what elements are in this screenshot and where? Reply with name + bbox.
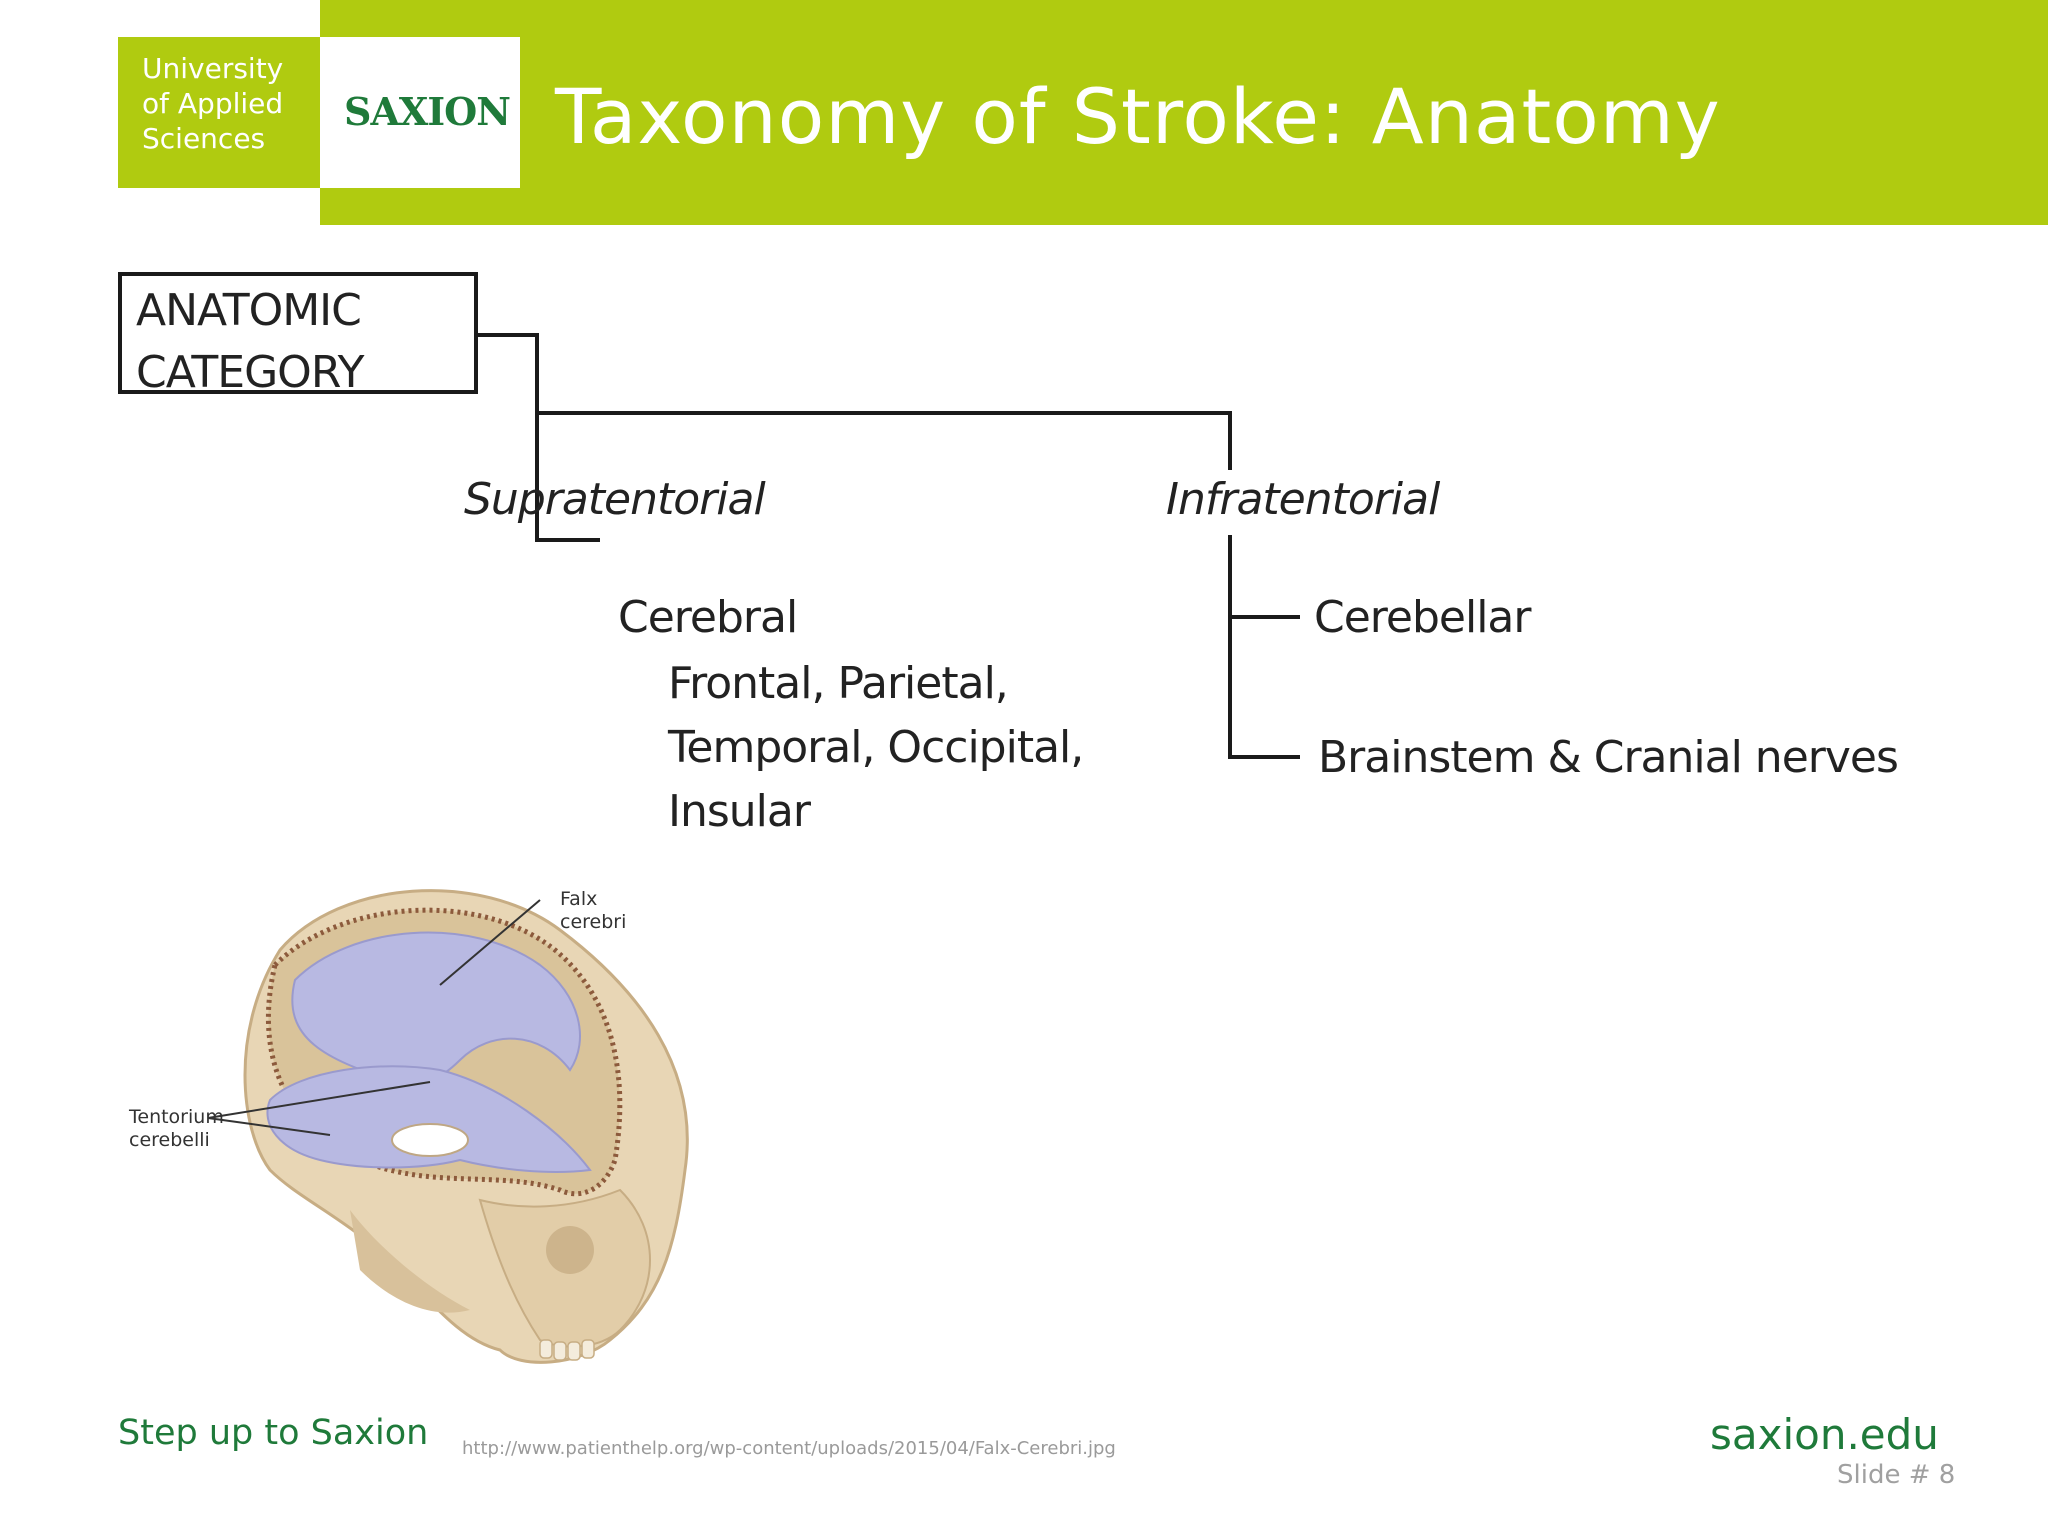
header-bar xyxy=(320,0,2048,225)
footer-website: saxion.edu xyxy=(1710,1410,1939,1459)
falx-cerebri-label: Falx cerebri xyxy=(560,888,627,933)
node-cerebral-detail: Frontal, Parietal, Temporal, Occipital, … xyxy=(668,658,1084,837)
slide-number: Slide # 8 xyxy=(1837,1460,1956,1490)
skull-illustration xyxy=(207,889,689,1364)
branch-infratentorial: Infratentorial xyxy=(1166,474,1440,525)
root-connector xyxy=(478,333,600,542)
tentorium-cerebelli-label: Tentorium cerebelli xyxy=(129,1106,224,1151)
saxion-logo-text: SAXION xyxy=(344,89,511,134)
branch-bar xyxy=(537,411,1232,470)
branch-supratentorial: Supratentorial xyxy=(464,474,766,525)
tree-connectors xyxy=(478,333,1300,759)
footer-tagline: Step up to Saxion xyxy=(118,1413,429,1453)
root-label: ANATOMIC CATEGORY xyxy=(136,285,364,398)
root-box xyxy=(118,272,478,394)
node-cerebellar: Cerebellar xyxy=(1314,592,1531,643)
node-brainstem: Brainstem & Cranial nerves xyxy=(1318,732,1899,783)
source-url: http://www.patienthelp.org/wp-content/up… xyxy=(462,1438,1116,1459)
institution-box xyxy=(118,37,320,188)
slide-title: Taxonomy of Stroke: Anatomy xyxy=(555,72,1721,161)
node-cerebral: Cerebral xyxy=(618,592,798,643)
institution-name: University of Applied Sciences xyxy=(142,52,284,155)
infra-stem xyxy=(1228,535,1300,759)
saxion-logo xyxy=(320,37,520,188)
